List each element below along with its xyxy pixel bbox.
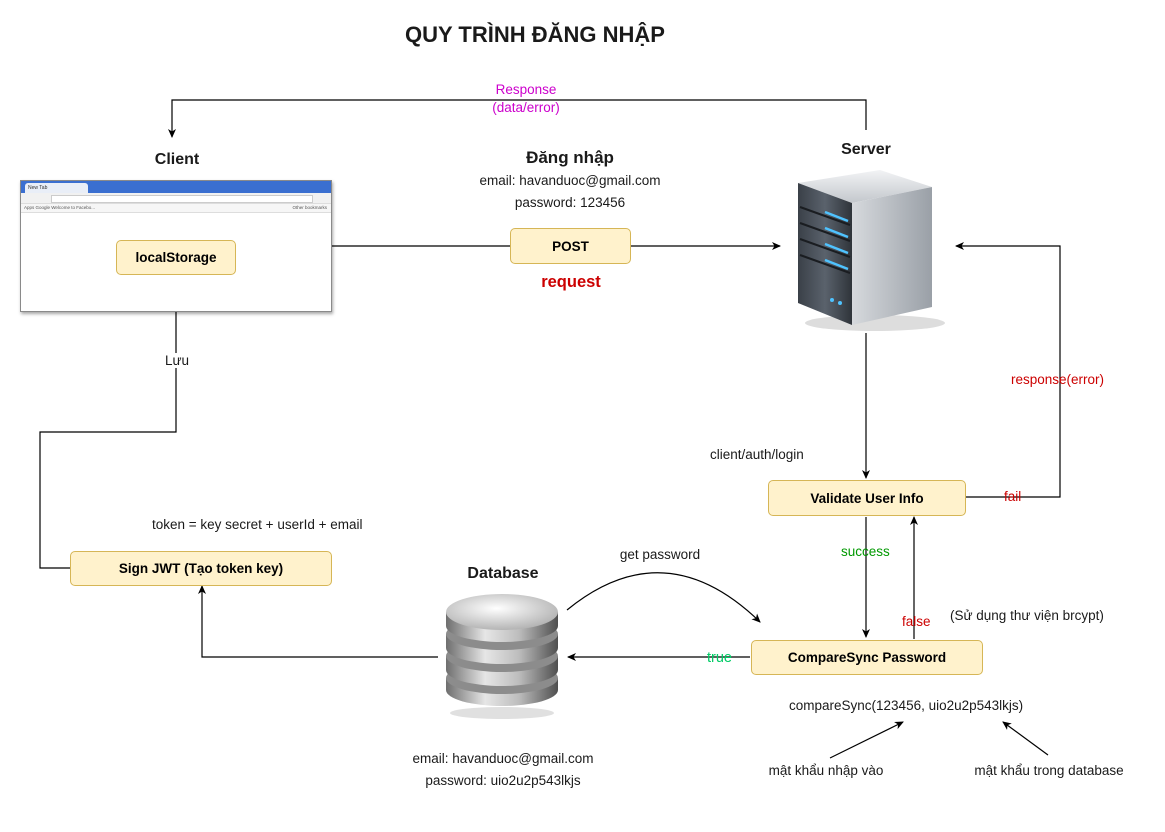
compare-node: CompareSync Password <box>751 640 983 675</box>
page-title: QUY TRÌNH ĐĂNG NHẬP <box>405 22 665 47</box>
compare-call: compareSync(123456, uio2u2p543lkjs) <box>789 698 1024 713</box>
database-label: Database <box>467 565 539 582</box>
get-password-arrow <box>566 572 761 623</box>
response-error-label: response(error) <box>1011 372 1105 387</box>
fail-label: fail <box>1004 489 1022 504</box>
client-label: Client <box>154 151 200 168</box>
true-label: true <box>707 650 732 666</box>
false-label: false <box>902 614 931 629</box>
response-sublabel: (data/error) <box>492 100 560 115</box>
db-password-label: mật khẩu trong database <box>974 763 1124 778</box>
bcrypt-note: (Sử dụng thư viện brcypt) <box>950 608 1104 623</box>
sign-jwt-node: Sign JWT (Tạo token key) <box>70 551 332 586</box>
save-label: Lưu <box>161 353 193 368</box>
server-icon <box>798 170 945 331</box>
address-bar <box>51 195 313 203</box>
db-email: email: havanduoc@gmail.com <box>412 751 594 766</box>
login-title: Đăng nhập <box>526 148 614 167</box>
get-password-label: get password <box>619 547 701 562</box>
server-label: Server <box>841 141 891 158</box>
db-password: password: uio2u2p543lkjs <box>425 773 581 788</box>
localstorage-node: localStorage <box>116 240 236 275</box>
success-label: success <box>841 544 890 559</box>
login-email: email: havanduoc@gmail.com <box>479 173 661 188</box>
login-password: password: 123456 <box>514 195 626 210</box>
db-pointer-arrow <box>1002 721 1049 756</box>
input-password-label: mật khẩu nhập vào <box>768 763 884 778</box>
validate-node: Validate User Info <box>768 480 966 516</box>
response-label: Response <box>495 82 557 97</box>
route-label: client/auth/login <box>710 447 804 462</box>
request-label: request <box>541 273 601 291</box>
database-icon <box>446 594 558 719</box>
db-to-jwt-arrow <box>198 585 438 658</box>
browser-tab: New Tab <box>25 183 88 193</box>
token-formula: token = key secret + userId + email <box>152 517 363 532</box>
input-pointer-arrow <box>829 721 904 759</box>
post-node: POST <box>510 228 631 264</box>
save-arrow <box>39 277 180 569</box>
bookmarks-bar: Apps Google Welcome to Facebo...Other bo… <box>21 204 331 213</box>
fail-arrow <box>955 242 1061 498</box>
response-arrow <box>168 99 867 138</box>
